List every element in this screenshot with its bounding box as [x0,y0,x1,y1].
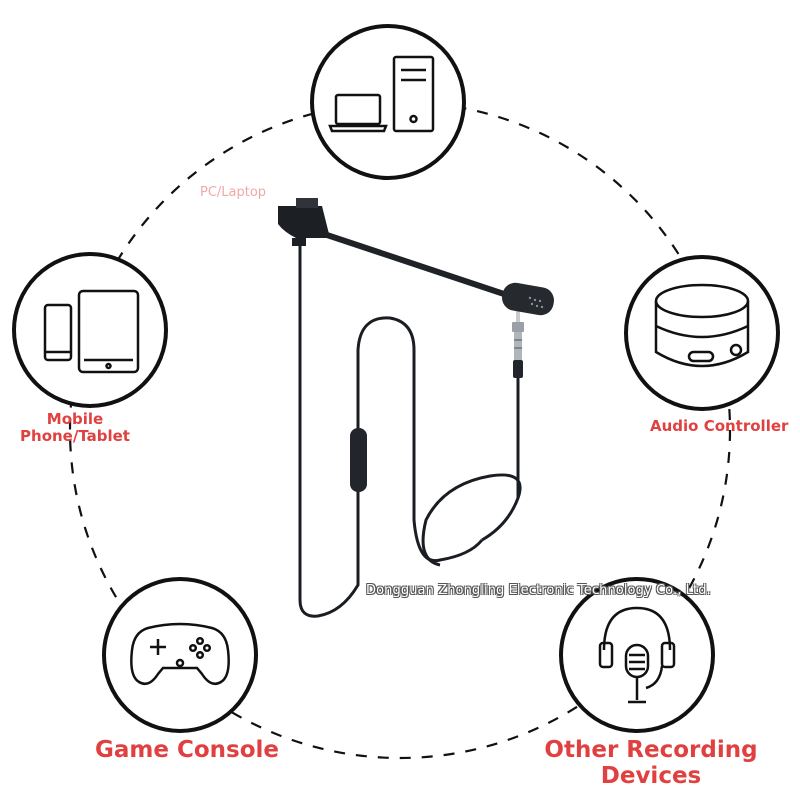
laptop-icon [328,93,388,133]
recording-device [559,577,715,733]
game-console-label: Game Console [95,737,279,763]
pc-laptop-device [310,24,466,180]
pc-laptop-label: PC/Laptop [200,185,267,200]
smartphone-icon [43,303,73,362]
other-recording-devices-label: Other Recording Devices [544,737,758,790]
audio-jack [512,308,524,378]
headset-microphone-icon [598,606,676,704]
mobile-label-line1: Mobile [46,410,104,428]
inline-control [350,428,367,492]
desktop-tower-icon [392,55,435,133]
audio-controller-label: Audio Controller [650,417,789,435]
boom-microphone-cable [278,198,554,618]
watermark-text: Dongguan Zhongling Electronic Technology… [366,583,711,598]
tablet-icon [77,289,140,374]
mobile-label-line2: Phone/Tablet [20,427,130,446]
mobile-tablet-label: Mobile Phone/Tablet [0,410,150,446]
mobile-tablet-device [12,252,168,408]
game-console-device [102,577,258,733]
audio-controller-device [624,255,780,411]
audio-controller-icon [654,283,750,368]
gamepad-icon [130,622,230,685]
